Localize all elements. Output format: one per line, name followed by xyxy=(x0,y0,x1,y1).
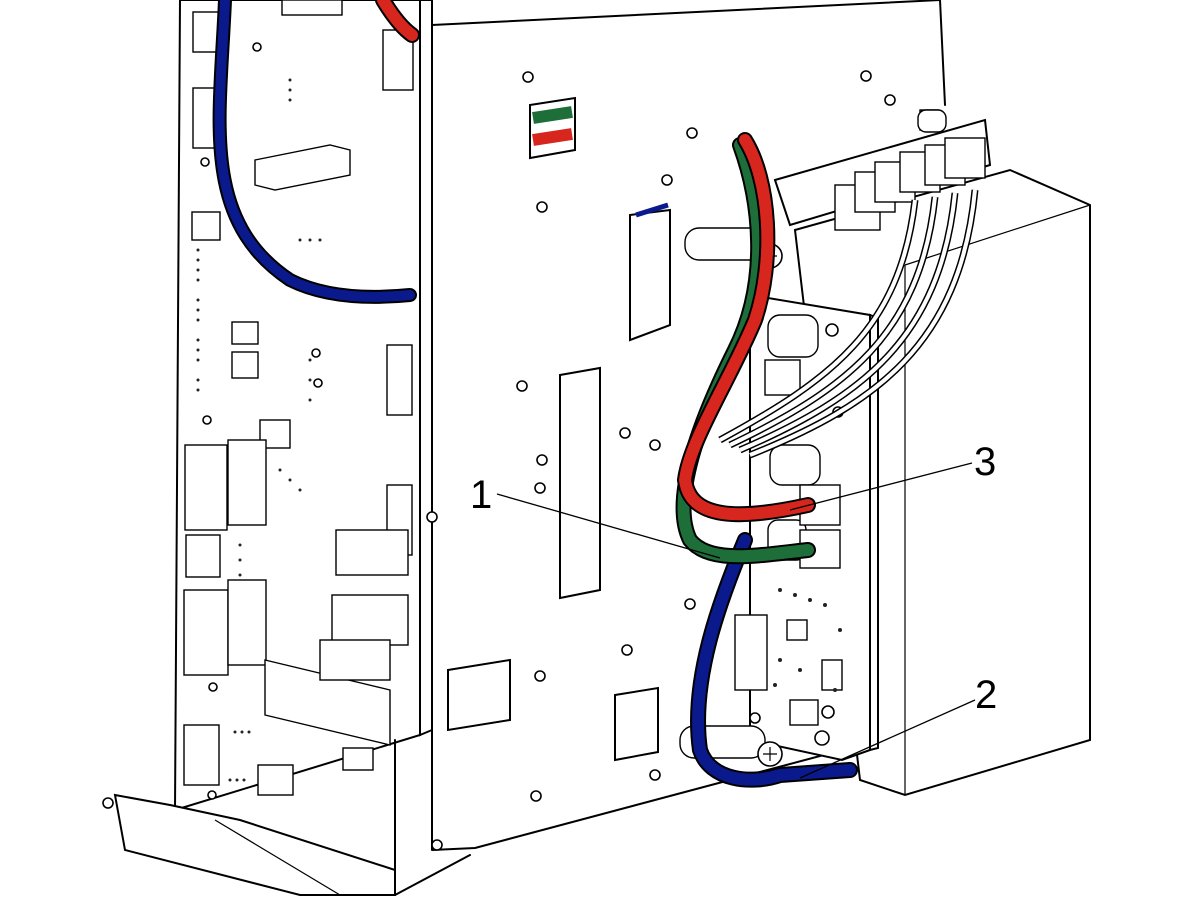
red-cable xyxy=(375,0,816,523)
callout-1: 1 xyxy=(470,473,721,559)
callout-3: 3 xyxy=(789,440,996,511)
callout-2: 2 xyxy=(799,673,997,779)
callout-1-label: 1 xyxy=(470,473,492,517)
callout-2-label: 2 xyxy=(975,673,997,717)
white-wire-bundle xyxy=(718,189,979,459)
blue-cable xyxy=(212,0,858,788)
base-plate xyxy=(102,793,396,896)
callout-3-label: 3 xyxy=(974,440,996,484)
